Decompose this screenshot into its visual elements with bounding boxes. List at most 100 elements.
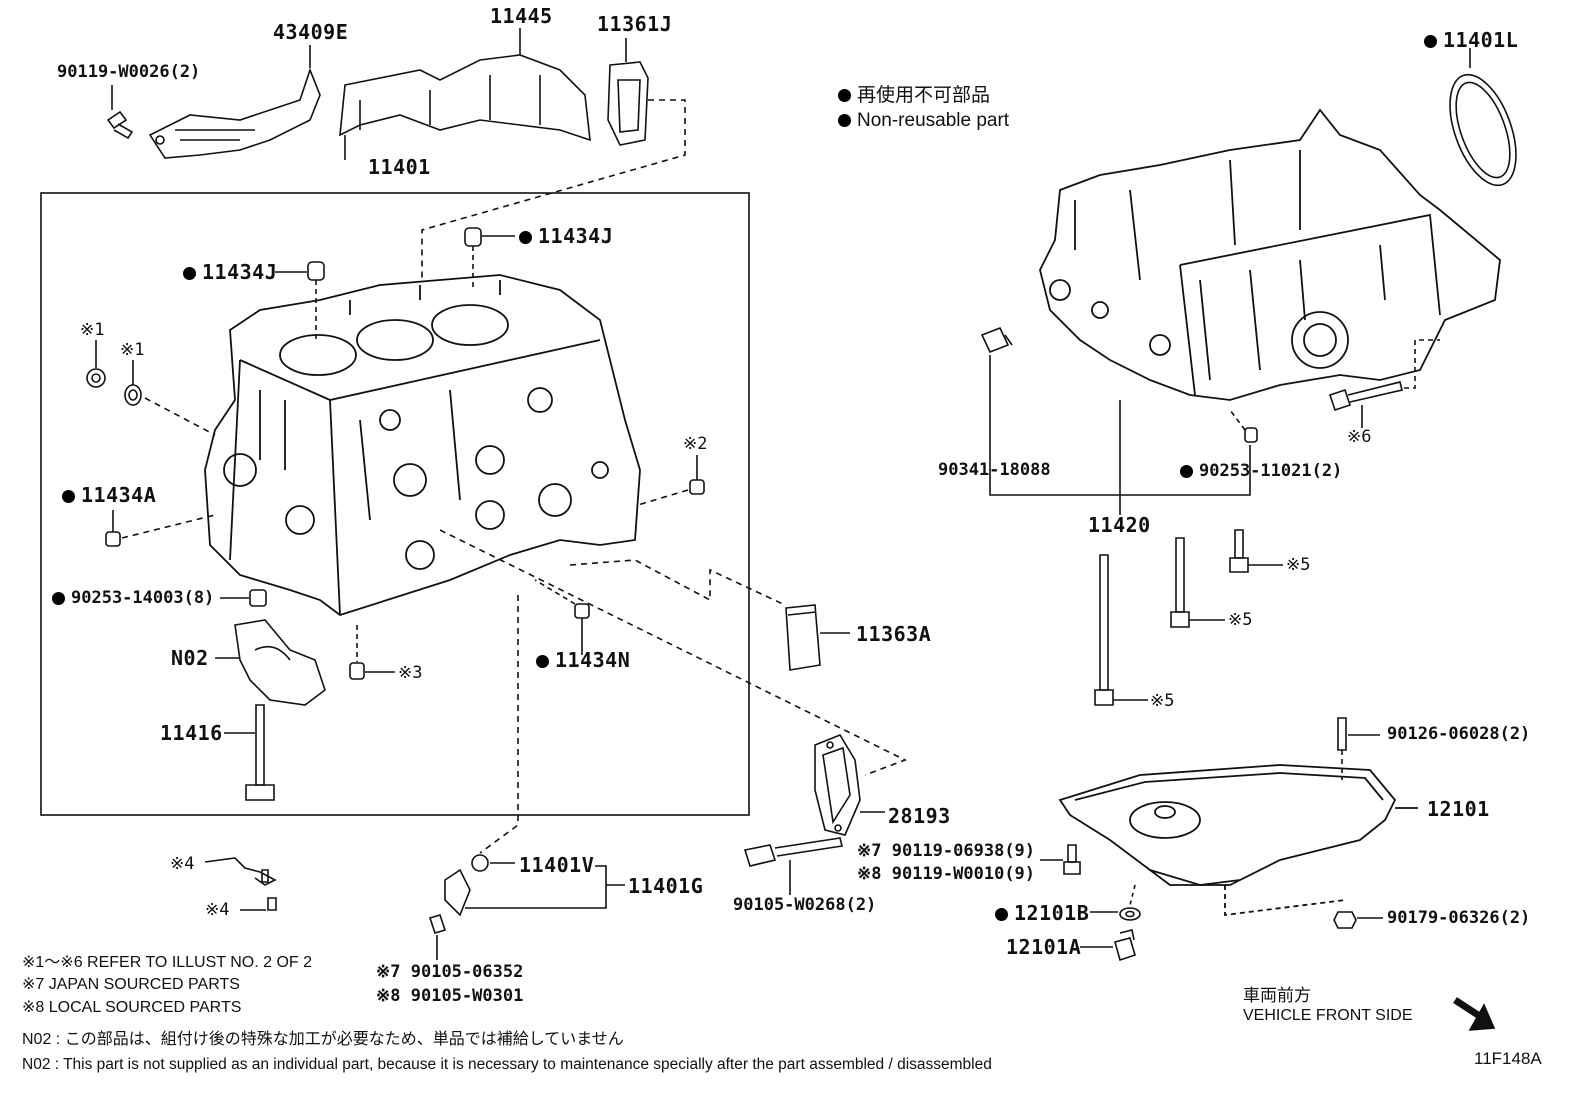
non-reusable-dot-icon [536,655,549,668]
front-en: VEHICLE FRONT SIDE [1243,1007,1413,1024]
label-11363a: 11363A [856,622,932,646]
label-ref6: ※6 [1347,427,1372,447]
non-reusable-dot-icon [838,114,851,128]
non-reusable-dot-icon [1424,35,1437,48]
label-11401g: 11401G [628,874,704,898]
label-11434j-left: 11434J [183,262,277,282]
bolt-ref5-long [1094,554,1148,706]
sensor-11401g [428,595,625,960]
stud-90126-06028 [1337,717,1380,780]
label-ref5-a: ※5 [1286,555,1311,575]
label-90105-w0268: 90105-W0268(2) [733,895,877,915]
label-90179-06326: 90179-06326(2) [1387,908,1531,928]
dowel-ref2 [637,455,705,506]
label-ref5-b: ※5 [1228,610,1253,630]
bearing-cap-n02 [215,619,326,706]
note-refer: ※1～※6 REFER TO ILLUST NO. 2 OF 2 [22,954,313,971]
label-11416: 11416 [160,721,223,745]
dowel-ref3 [349,625,395,680]
vehicle-front-arrow-icon [1453,997,1496,1031]
non-reusable-dot-icon [52,591,65,605]
label-28193: 28193 [888,804,951,828]
label-ref5-c: ※5 [1150,691,1175,711]
label-12101: 12101 [1427,797,1490,821]
non-reusable-dot-icon [183,267,196,280]
label-90119-06938: ※7 90119-06938(9) [857,841,1036,861]
label-ref1-a: ※1 [80,320,105,340]
illustration-id: 11F148A [1474,1049,1542,1068]
label-11401: 11401 [368,155,431,179]
label-11401v: 11401V [519,853,595,877]
non-reusable-dot-icon [838,89,851,103]
non-reusable-dot-icon [1180,464,1193,478]
legend-en-text: Non-reusable part [857,110,1010,131]
bolt-90119-06938 [1040,844,1081,875]
bracket-ref4 [204,857,277,911]
label-12101b: 12101B [995,903,1089,923]
label-90119-w0026: 90119-W0026(2) [57,62,201,82]
nut-90179-06326 [1333,911,1383,929]
label-ref1-b: ※1 [120,340,145,360]
label-11445: 11445 [490,4,553,28]
legend-jp-text: 再使用不可部品 [857,85,991,106]
label-11420: 11420 [1088,513,1151,537]
dowel-11434a [105,510,216,547]
label-90119-w0010: ※8 90119-W0010(9) [857,864,1036,884]
label-11434a: 11434A [62,485,156,505]
note-n02-jp: N02 : この部品は、組付け後の特殊な加工が必要なため、単品では補給していませ… [22,1031,624,1048]
washer-ref1 [124,360,216,436]
label-12101a: 12101A [1006,935,1082,959]
non-reusable-dot-icon [995,908,1008,921]
bolt-11416 [224,704,275,801]
label-ref4-b: ※4 [205,900,230,920]
label-ref2: ※2 [683,434,708,454]
legend-en: Non-reusable part [838,111,1009,130]
label-90253-14003: 90253-14003(8) [52,590,214,607]
front-jp: 車両前方 [1243,986,1311,1005]
legend-jp: 再使用不可部品 [838,86,990,105]
label-90105-06352: ※7 90105-06352 [376,962,524,982]
shield-11445 [339,28,591,160]
note-japan: ※7 JAPAN SOURCED PARTS [22,976,240,993]
crankcase-11420 [1039,108,1501,401]
label-ref3: ※3 [398,663,423,683]
plug-ref1 [86,340,106,388]
bolt-ref6 [1328,339,1440,428]
bolt-ref5-mid [1170,537,1225,628]
dowel-11434j-left [275,261,325,340]
bolt-90119-w0026 [106,85,134,140]
label-90105-w0301: ※8 90105-W0301 [376,986,524,1006]
cylinder-block-11401 [204,274,641,616]
gasket-28193 [439,529,908,836]
label-90253-11021: 90253-11021(2) [1180,463,1342,480]
label-90126-06028: 90126-06028(2) [1387,724,1531,744]
oil-seal-11401l [1449,48,1517,187]
label-11361j: 11361J [597,12,673,36]
dowel-90253-11021 [1244,427,1258,443]
gasket-12101b [1090,884,1141,921]
label-11434n: 11434N [536,650,630,670]
label-11401l: 11401L [1424,30,1518,50]
note-local: ※8 LOCAL SOURCED PARTS [22,999,242,1016]
drain-plug-12101a [1080,929,1136,962]
label-n02: N02 [171,646,209,670]
oil-pan-12101 [1058,764,1418,917]
non-reusable-dot-icon [519,231,532,244]
dowel-11434j-top [464,227,515,290]
bracket-43409e [148,45,321,159]
gasket-11361j [421,38,686,280]
note-n02-en: N02 : This part is not supplied as an in… [22,1056,992,1073]
leader-dowel-dash [1229,409,1246,431]
assembly-box [40,192,750,816]
label-ref4-a: ※4 [170,854,195,874]
label-11434j-top: 11434J [519,226,613,246]
bolt-90105-w0268 [743,837,843,895]
label-43409e: 43409E [273,20,349,44]
dowel-11434n [534,579,590,655]
non-reusable-dot-icon [62,490,75,503]
dowel-90253-14003 [220,589,267,607]
seal-11363a [569,559,850,671]
bolt-ref5-short [1229,529,1283,573]
label-90341-18088: 90341-18088 [938,460,1051,480]
